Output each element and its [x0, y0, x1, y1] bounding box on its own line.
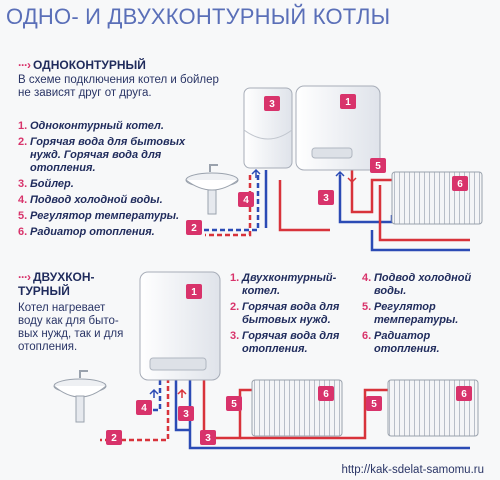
double-desc-line-4: отопления. — [18, 341, 78, 353]
single-description: В схеме подключения котел и бойлер не за… — [18, 74, 238, 100]
bottom-boiler — [139, 271, 221, 381]
badge-top-5: 5 — [370, 158, 386, 173]
svg-text:4: 4 — [141, 403, 147, 414]
double-legend-item: 3.Горячая вода для отопления. — [230, 330, 340, 355]
badge-top-2: 2 — [186, 220, 202, 235]
svg-text:5: 5 — [371, 399, 377, 410]
double-legend-item: 4.Подвод холодной воды. — [362, 272, 472, 297]
single-legend-item: 5.Регулятор температуры. — [18, 210, 180, 222]
double-legend-item: 6.Радиатор отопления. — [362, 330, 440, 355]
svg-text:6: 6 — [323, 389, 329, 400]
svg-text:6: 6 — [461, 389, 467, 400]
double-desc-line-1: Котел нагревает — [18, 302, 106, 314]
top-sink — [185, 164, 239, 215]
single-legend-list: 1.Одноконтурный котел. 2.Горячая вода дл… — [18, 120, 200, 242]
badge-bottom-6b: 6 — [456, 386, 472, 401]
double-legend-item: 5.Регулятор температуры. — [362, 301, 459, 326]
badge-top-1: 1 — [340, 94, 356, 109]
single-legend-item: 3.Бойлер. — [18, 178, 74, 190]
single-legend-item: 6.Радиатор отопления. — [18, 226, 155, 238]
top-heating-supply — [350, 178, 392, 214]
double-legend-item: 1.Двухконтурный-котел. — [230, 272, 337, 297]
single-desc-line-1: В схеме подключения котел и бойлер — [18, 74, 219, 86]
single-heading: ···›ОДНОКОНТУРНЫЙ — [18, 58, 146, 72]
svg-text:2: 2 — [191, 223, 197, 234]
svg-text:3: 3 — [269, 99, 275, 110]
top-boiler-to-cylinder — [278, 180, 330, 232]
single-heading-arrow: ···› — [18, 58, 31, 72]
badge-bottom-6a: 6 — [318, 386, 334, 401]
badge-bottom-1: 1 — [186, 284, 202, 299]
top-heating-return — [338, 175, 394, 224]
single-legend-item: 1.Одноконтурный котел. — [18, 120, 164, 132]
badge-top-6: 6 — [452, 176, 468, 191]
double-desc-line-3: вых нужд, так и для — [18, 328, 124, 340]
svg-text:1: 1 — [191, 287, 197, 298]
top-boiler — [295, 85, 381, 171]
single-legend-item: 2.Горячая вода для бытовых нужд. Горячая… — [18, 136, 186, 174]
svg-text:3: 3 — [323, 193, 329, 204]
top-radiator — [391, 171, 483, 225]
double-heading-arrow: ···› — [18, 270, 31, 284]
double-legend-list-left: 1.Двухконтурный-котел. 2.Горячая вода дл… — [230, 272, 350, 359]
top-cold-water-pipe — [200, 175, 260, 232]
flow-arrows — [149, 168, 357, 398]
badge-bottom-3a: 3 — [178, 406, 194, 421]
svg-text:6: 6 — [457, 179, 463, 190]
badge-top-4: 4 — [238, 192, 254, 207]
badge-bottom-5b: 5 — [366, 396, 382, 411]
badges: 3 1 4 3 2 5 6 1 4 2 3 3 5 6 5 6 — [106, 94, 472, 445]
svg-text:5: 5 — [231, 399, 237, 410]
svg-text:3: 3 — [183, 409, 189, 420]
badge-bottom-5a: 5 — [226, 396, 242, 411]
badge-top-3b: 3 — [318, 190, 334, 205]
svg-text:5: 5 — [375, 161, 381, 172]
double-legend-list-right: 4.Подвод холодной воды. 5.Регулятор темп… — [362, 272, 487, 359]
badge-bottom-2: 2 — [106, 430, 122, 445]
top-return-line — [370, 230, 470, 252]
badge-bottom-4: 4 — [136, 400, 152, 415]
svg-text:1: 1 — [345, 97, 351, 108]
double-desc-line-2: воду как для быто- — [18, 315, 119, 327]
bottom-cold-feed — [174, 378, 190, 432]
double-heading: ···›ДВУХКОН- ТУРНЫЙ — [18, 270, 95, 298]
bottom-supply-2 — [240, 388, 388, 440]
svg-text:3: 3 — [205, 433, 211, 444]
page-title: ОДНО- И ДВУХКОНТУРНЫЙ КОТЛЫ — [6, 4, 391, 29]
bottom-radiator-right — [387, 379, 479, 437]
single-heading-text: ОДНОКОНТУРНЫЙ — [32, 58, 146, 72]
svg-text:4: 4 — [243, 195, 249, 206]
badge-top-3: 3 — [264, 96, 280, 111]
badge-bottom-3b: 3 — [200, 430, 216, 445]
double-heading-line-2: ТУРНЫЙ — [18, 284, 70, 298]
double-description: Котел нагревает воду как для быто- вых н… — [18, 302, 138, 354]
svg-text:2: 2 — [111, 433, 117, 444]
bottom-return-main — [188, 378, 470, 450]
top-supply-line — [378, 185, 470, 242]
double-legend-item: 2.Горячая вода для бытовых нужд. — [230, 301, 340, 326]
bottom-sink — [53, 370, 107, 423]
single-desc-line-2: не зависят друг от друга. — [18, 87, 152, 99]
double-heading-line-1: ДВУХКОН- — [32, 270, 95, 284]
single-legend-item: 4.Подвод холодной воды. — [18, 194, 163, 206]
source-url[interactable]: http://kak-sdelat-samomu.ru — [341, 464, 484, 476]
